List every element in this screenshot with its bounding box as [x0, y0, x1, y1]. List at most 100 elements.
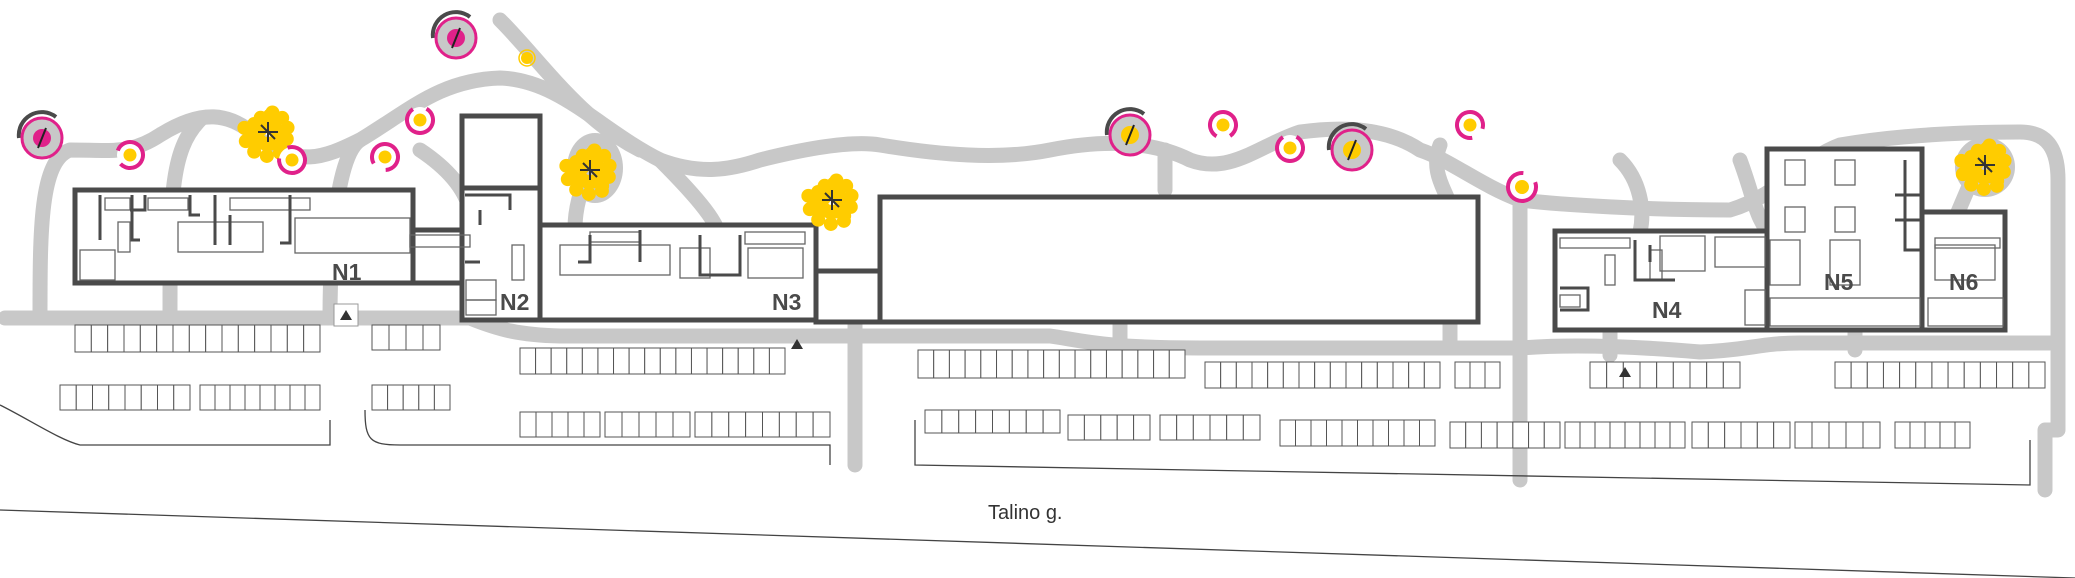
parking-stall [1979, 361, 1998, 389]
tree-foliage [811, 202, 826, 217]
parking-stall [672, 411, 691, 438]
parking-row [917, 349, 1186, 379]
parking-stall [1295, 419, 1312, 447]
parking-stall [1298, 361, 1316, 389]
walkway-upper-branch [162, 12, 728, 326]
parking-stall [745, 411, 763, 438]
parking-stall [1882, 361, 1901, 389]
fixture [294, 217, 411, 254]
tree-foliage [1964, 177, 1979, 192]
parking-stall [1931, 361, 1949, 389]
parking-stall [1220, 361, 1237, 389]
parking-stall [675, 347, 692, 375]
sculpture-arc [430, 10, 472, 39]
road-lines [0, 404, 2075, 578]
parking-row [1449, 421, 1561, 449]
tree-foliage [823, 216, 838, 231]
parking-stall [422, 324, 441, 351]
tree-foliage [587, 143, 602, 158]
parking-stall [917, 349, 935, 379]
parking-stall [1828, 421, 1847, 449]
lamp-icon [115, 139, 145, 170]
parking-stall [1465, 421, 1482, 449]
parking-stall [1740, 421, 1758, 449]
parking-stall [1310, 419, 1327, 447]
parking-stall [388, 324, 407, 351]
parking-stall [1043, 349, 1060, 379]
parking-stall [583, 411, 601, 438]
parking-stall [1105, 349, 1123, 379]
parking-stall [722, 347, 739, 375]
fixture [229, 197, 311, 211]
parking-stall [254, 324, 272, 353]
parking-stall [371, 324, 390, 351]
parking-stall [737, 347, 755, 375]
parking-stall [1025, 409, 1044, 434]
parking-stall [1480, 421, 1498, 449]
sculpture-ring [20, 116, 64, 160]
parking-stall [613, 347, 630, 375]
interior-fixtures [79, 159, 2004, 327]
parking-row [924, 409, 1061, 434]
lamp-icon [405, 105, 435, 135]
parking-stall [59, 384, 77, 411]
tree-branches [580, 160, 600, 180]
sculpture-arc [1104, 107, 1146, 136]
parking-stall [1528, 421, 1545, 449]
parking-stall [550, 347, 568, 375]
sculpture-line [451, 27, 461, 49]
parking-stall [1594, 421, 1611, 449]
parking-row [199, 384, 321, 411]
tree-foliage [1964, 167, 1979, 182]
parking-stall [205, 324, 223, 353]
parking-stall [1689, 361, 1708, 389]
parking-stall [1794, 421, 1813, 449]
parking-stall [1027, 349, 1045, 379]
lamp-light [285, 153, 299, 167]
parking-stall [75, 384, 93, 411]
fixture [79, 249, 116, 281]
tree-foliage [1982, 138, 1997, 153]
parking-stall [659, 347, 677, 375]
parking-row [1894, 421, 1971, 449]
tree-branches [258, 122, 278, 142]
lamp-light [1216, 118, 1230, 132]
building-label-n4: N4 [1652, 297, 1682, 323]
parking-stall [1722, 361, 1741, 389]
tree-foliage [575, 160, 590, 175]
parking-stall [402, 384, 420, 411]
parking-stall [1011, 349, 1029, 379]
parking-stall [1226, 414, 1244, 441]
building-n1 [72, 187, 416, 286]
entrance-triangle-icon [1619, 367, 1631, 377]
fixture [559, 244, 671, 276]
parking-row [59, 384, 191, 411]
parking-stall [1512, 421, 1530, 449]
lamp-icon [1208, 110, 1238, 140]
tree-foliage [259, 148, 274, 163]
large-hall [877, 194, 1481, 325]
parking-stall [92, 384, 110, 411]
tree-foliage [569, 172, 584, 187]
parking-stall [519, 347, 537, 375]
lamp-light [378, 150, 392, 164]
parking-row [74, 324, 321, 353]
parking-stall [1251, 361, 1269, 389]
tree-icon [801, 173, 859, 231]
parking-stall [303, 324, 321, 353]
fixture [747, 247, 804, 279]
parking-stall [690, 347, 708, 375]
fixture [1927, 297, 2004, 327]
parking-stall [270, 324, 288, 353]
building-label-n2: N2 [500, 289, 529, 315]
entrance-triangle-icon [340, 310, 352, 320]
parking-stall [551, 411, 569, 438]
parking-stall [1423, 361, 1441, 389]
parking-stall [1669, 421, 1686, 449]
fixture [1604, 254, 1616, 286]
parking-stall [1279, 419, 1296, 447]
parking-stall [1862, 421, 1881, 449]
parking-stall [1564, 421, 1581, 449]
parking-stall [1116, 414, 1135, 441]
parking-stall [244, 384, 261, 411]
